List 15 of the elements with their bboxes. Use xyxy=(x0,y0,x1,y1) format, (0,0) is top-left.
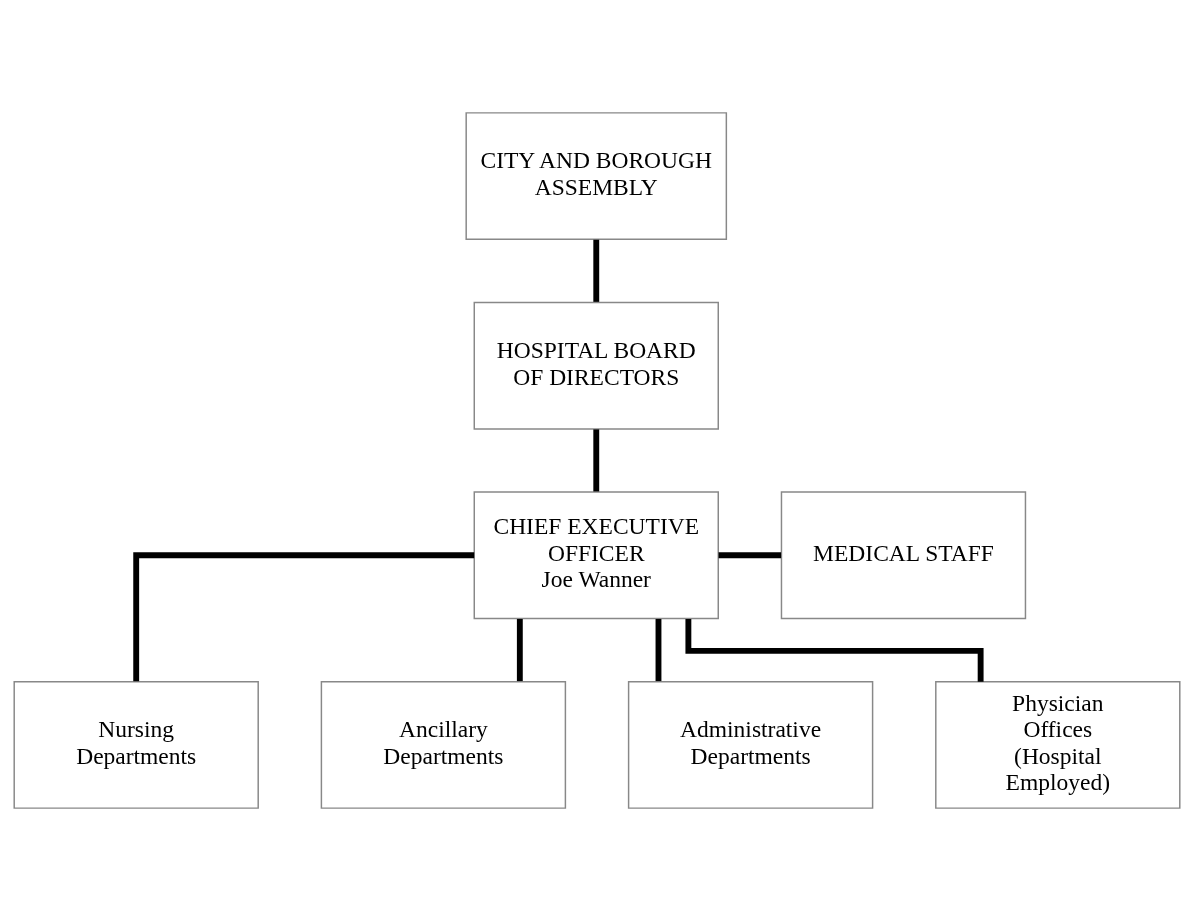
node-box: MEDICAL STAFF xyxy=(780,490,1027,619)
node-box: Physician Offices (Hospital Employed) xyxy=(935,680,1181,809)
node-box: HOSPITAL BOARD OF DIRECTORS xyxy=(473,301,719,430)
connector xyxy=(718,551,782,558)
node-box: Administrative Departments xyxy=(627,680,874,809)
connector xyxy=(685,618,984,682)
connector xyxy=(593,428,600,491)
connector xyxy=(133,551,475,681)
connector xyxy=(655,618,662,681)
connector xyxy=(516,618,523,681)
node-box: Nursing Departments xyxy=(13,680,259,809)
node-box: Ancillary Departments xyxy=(320,680,567,809)
node-box: CITY AND BOROUGH ASSEMBLY xyxy=(465,111,728,240)
connector xyxy=(593,239,600,302)
node-box: CHIEF EXECUTIVE OFFICER Joe Wanner xyxy=(473,490,719,619)
